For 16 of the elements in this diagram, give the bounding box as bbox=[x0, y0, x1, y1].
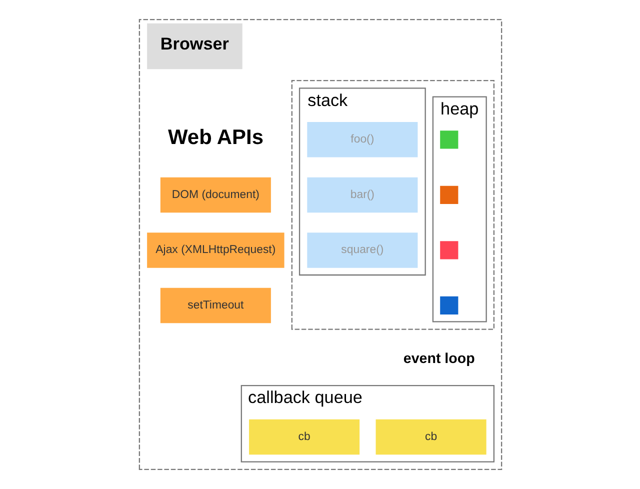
node-box: Ajax (XMLHttpRequest) bbox=[146, 232, 284, 268]
node-box: cb bbox=[248, 419, 360, 455]
label: Web APIs bbox=[168, 126, 264, 150]
node-box bbox=[440, 186, 458, 204]
node-box: cb bbox=[375, 419, 486, 455]
cluster: heap bbox=[432, 96, 486, 322]
cluster bbox=[290, 80, 494, 330]
node-box: setTimeout bbox=[160, 288, 270, 324]
node-box bbox=[440, 296, 458, 315]
label: event loop bbox=[402, 351, 474, 368]
node-box bbox=[440, 241, 458, 260]
node-box: square() bbox=[306, 232, 418, 268]
node-box: bar() bbox=[306, 177, 418, 213]
node-box: foo() bbox=[306, 122, 418, 158]
node-box: DOM (document) bbox=[160, 177, 270, 213]
node-box bbox=[440, 130, 458, 149]
